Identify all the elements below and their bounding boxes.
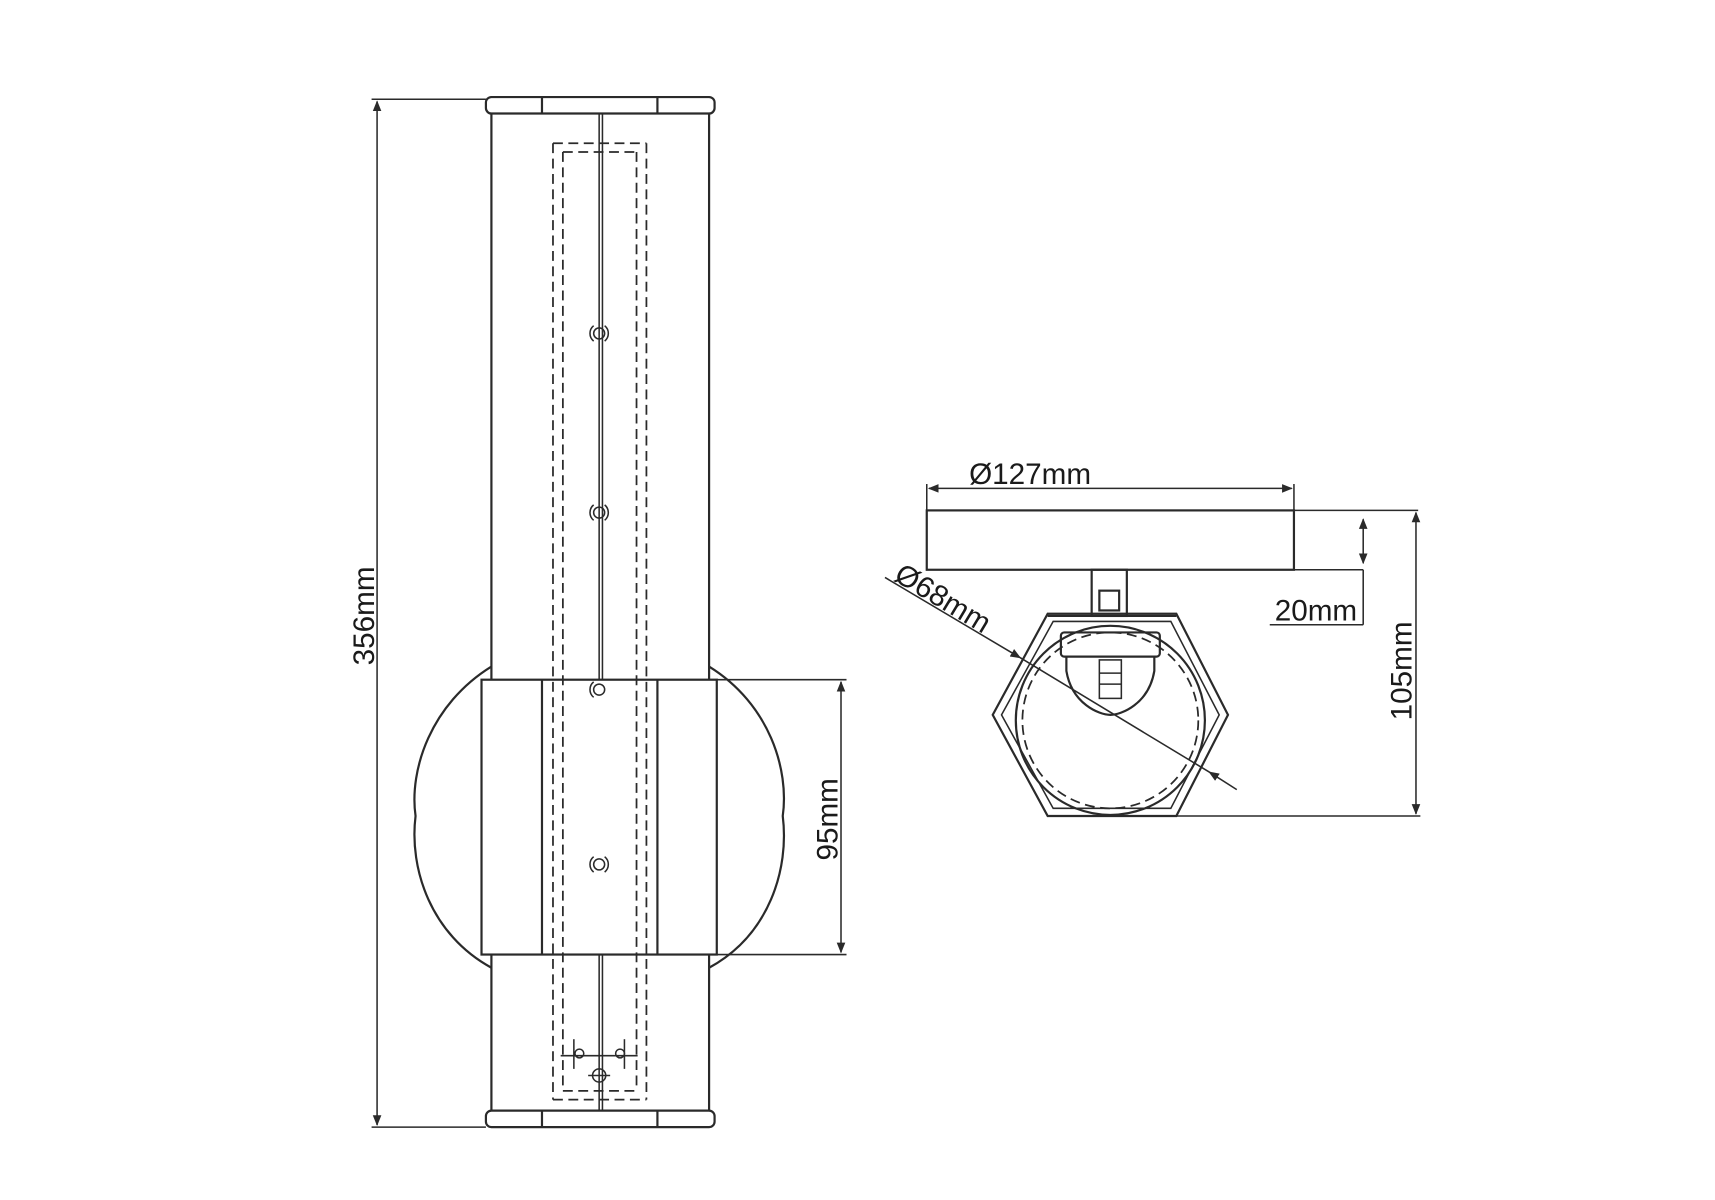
height-dimension: 356mm — [348, 98, 486, 1128]
backplate-diameter-label: Ø127mm — [969, 458, 1091, 491]
projection-dimension: 105mm — [1176, 511, 1421, 817]
screw-icons — [589, 325, 610, 873]
backplate-depth-dimension: 20mm — [1269, 509, 1419, 627]
center-band — [413, 665, 786, 969]
backplate-depth-label: 20mm — [1275, 594, 1357, 627]
top-cap — [484, 95, 716, 115]
hexagon-shade — [991, 612, 1230, 818]
height-label: 356mm — [348, 566, 381, 665]
screw-icon — [589, 681, 606, 698]
bottom-mount — [560, 1039, 638, 1083]
arm-stem — [1090, 568, 1128, 618]
screw-icon — [589, 856, 610, 873]
hidden-inner-frame — [552, 113, 648, 1111]
screw-icon — [589, 325, 610, 342]
backplate-diameter-dimension: Ø127mm — [925, 458, 1295, 511]
screw-icon — [589, 504, 610, 521]
tube-body — [490, 113, 711, 1111]
band-height-dimension: 95mm — [716, 678, 847, 956]
side-view: Ø127mm 20mm 105mm — [884, 458, 1421, 818]
bottom-cap — [484, 1109, 716, 1129]
front-view: 356mm — [348, 95, 847, 1129]
band-height-label: 95mm — [812, 778, 845, 860]
lamp-socket — [1059, 631, 1161, 716]
projection-label: 105mm — [1386, 621, 1419, 720]
backplate — [925, 509, 1296, 571]
